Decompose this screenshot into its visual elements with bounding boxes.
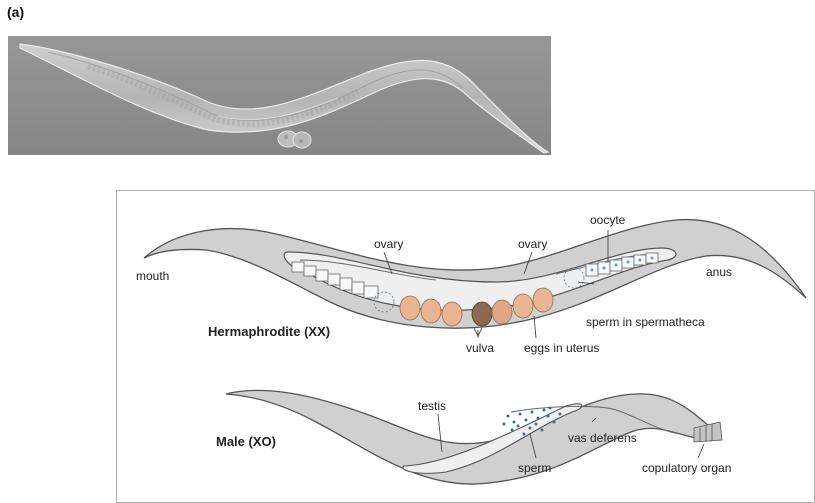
label-ovary-right: ovary [518,237,547,251]
worm-micrograph [8,36,551,155]
label-copulatory-organ: copulatory organ [642,461,731,475]
label-ovary-left: ovary [374,237,403,251]
label-mouth: mouth [136,269,169,283]
male-title: Male (XO) [216,434,276,449]
panel-label: (a) [7,4,24,20]
worm-anatomy-diagram: mouth ovary ovary oocyte anus sperm in s… [116,190,815,503]
label-vas-deferens: vas deferens [568,431,637,445]
label-anus: anus [706,265,732,279]
label-vulva: vulva [466,341,494,355]
label-testis: testis [418,399,446,413]
label-oocyte: oocyte [590,213,626,227]
label-sperm-in-spermatheca: sperm in spermatheca [586,315,705,329]
hermaphrodite-title: Hermaphrodite (XX) [208,324,330,339]
label-eggs-in-uterus: eggs in uterus [524,341,599,355]
label-sperm: sperm [518,461,551,475]
